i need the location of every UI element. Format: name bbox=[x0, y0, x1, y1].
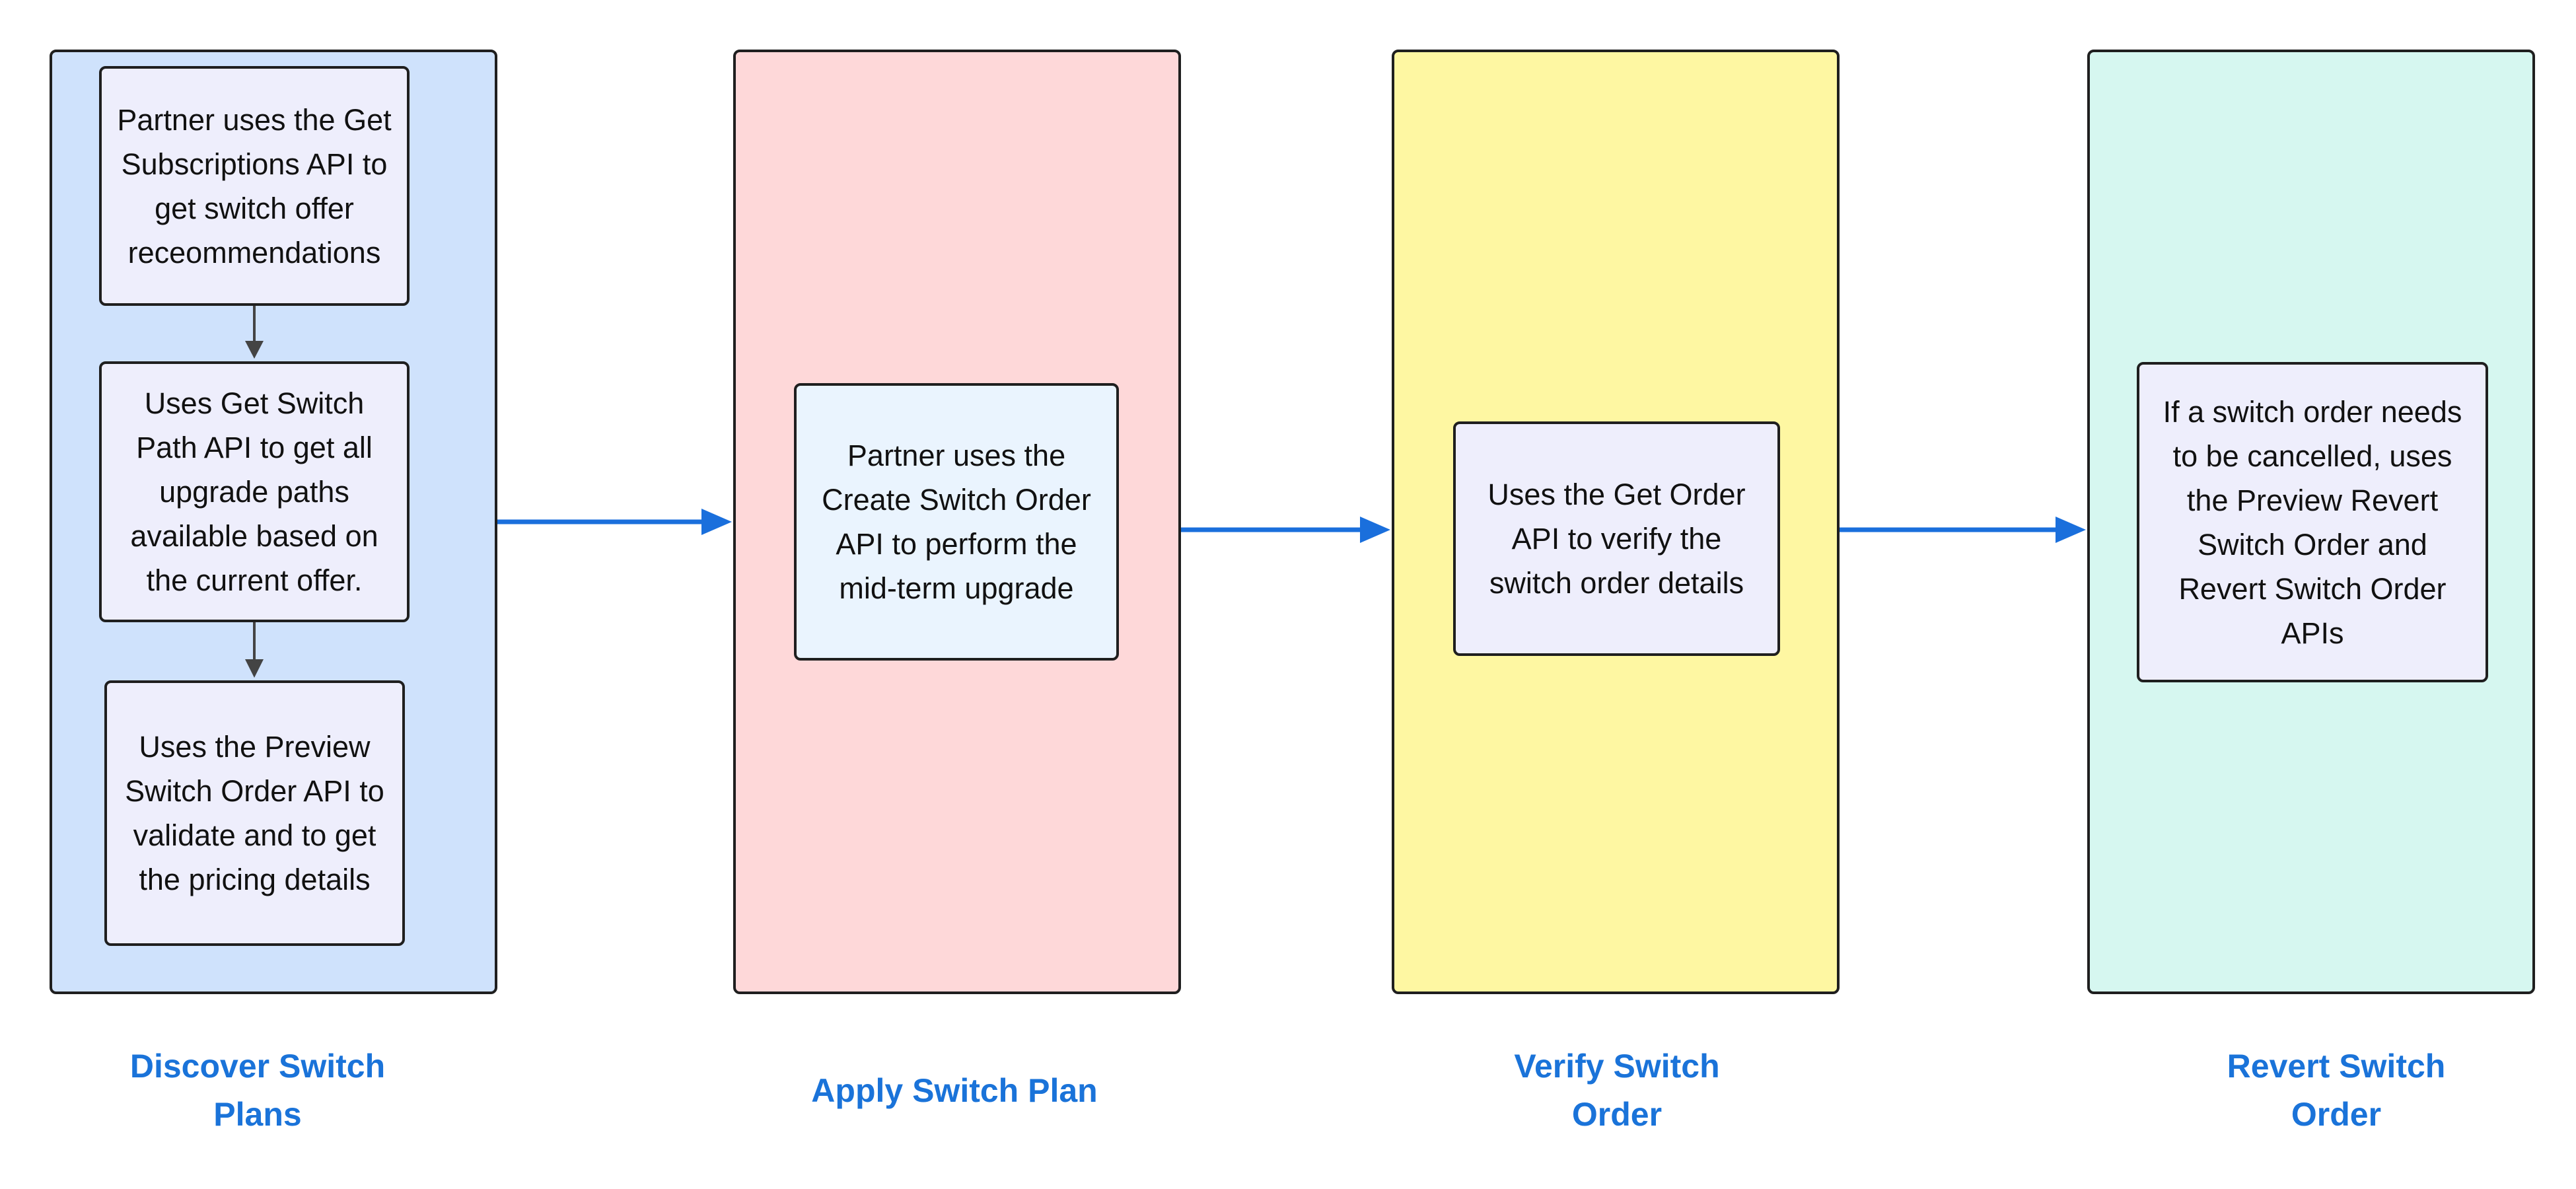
label-revert-line2: Order bbox=[2291, 1096, 2382, 1133]
label-verify-switch-order: Verify Switch Order bbox=[1514, 1042, 1719, 1139]
label-revert-line1: Revert Switch bbox=[2227, 1048, 2446, 1085]
step-preview-switch-order: Uses the Preview Switch Order API to val… bbox=[104, 680, 405, 946]
arrow-discover-to-apply bbox=[497, 509, 732, 535]
step-get-order: Uses the Get Order API to verify the swi… bbox=[1453, 421, 1780, 656]
step-create-switch-order: Partner uses the Create Switch Order API… bbox=[794, 383, 1119, 661]
label-discover-line2: Plans bbox=[213, 1096, 302, 1133]
label-apply-line1: Apply Switch Plan bbox=[811, 1072, 1098, 1109]
step-get-subscriptions: Partner uses the Get Subscriptions API t… bbox=[99, 66, 410, 306]
label-discover-line1: Discover Switch bbox=[129, 1048, 386, 1085]
label-revert-switch-order: Revert Switch Order bbox=[2227, 1042, 2446, 1139]
label-discover-switch-plans: Discover Switch Plans bbox=[130, 1042, 385, 1139]
step-revert-switch-order: If a switch order needs to be cancelled,… bbox=[2137, 362, 2488, 682]
step-get-switch-path: Uses Get Switch Path API to get all upgr… bbox=[99, 361, 410, 622]
label-verify-line2: Order bbox=[1571, 1096, 1663, 1133]
arrow-verify-to-revert bbox=[1840, 517, 2086, 543]
arrow-apply-to-verify bbox=[1181, 517, 1390, 543]
label-apply-switch-plan: Apply Switch Plan bbox=[811, 1067, 1097, 1115]
label-verify-line1: Verify Switch bbox=[1514, 1048, 1720, 1085]
